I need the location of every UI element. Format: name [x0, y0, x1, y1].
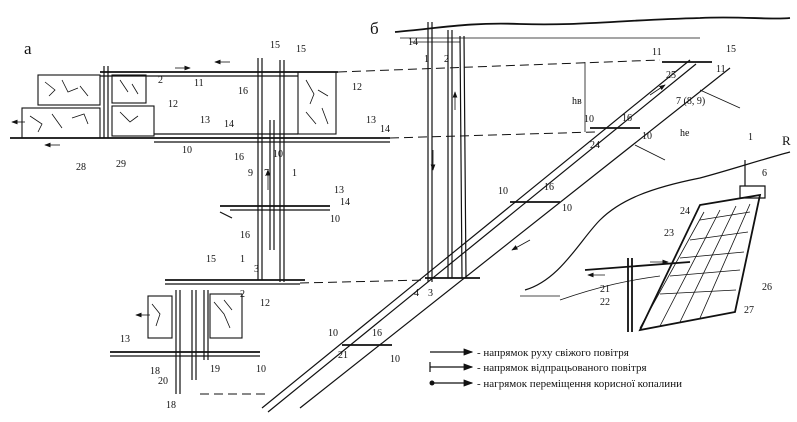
callout-label: 16 — [622, 113, 632, 124]
callout-label: 11 — [194, 78, 204, 89]
callout-label: 26 — [762, 282, 772, 293]
ore-block-mid-lower — [111, 105, 155, 137]
ore-block-right — [297, 71, 337, 135]
callout-label: 7 (8, 9) — [676, 96, 705, 107]
callout-label: 12 — [352, 82, 362, 93]
callout-label: 16 — [372, 328, 382, 339]
callout-label: 27 — [744, 305, 754, 316]
panel-r-title: R — [782, 133, 791, 148]
legend-item-mineral-flow: - нагрямок переміщення корисної копалини — [477, 378, 682, 390]
legend-item-exhaust-air: - напрямок відпрацьованого повітря — [477, 362, 647, 374]
callout-label: 18 — [150, 366, 160, 377]
callout-label: 10 — [330, 214, 340, 225]
callout-label: 25 — [666, 70, 676, 81]
callout-label: 14 — [380, 124, 390, 135]
callout-label: 13 — [366, 115, 376, 126]
callout-label: 15 — [726, 44, 736, 55]
panel-r-labels: 1 6 24 23 21 22 26 27 — [600, 132, 772, 316]
callout-label: 15 — [206, 254, 216, 265]
callout-label: 29 — [116, 159, 126, 170]
arrow-exhaust-air-icon — [429, 362, 474, 372]
callout-label: 1 — [748, 132, 753, 143]
callout-label: 28 — [76, 162, 86, 173]
callout-label: 14 — [340, 197, 350, 208]
callout-label: 10 — [390, 354, 400, 365]
legend-item-fresh-air: - напрямок руху свіжого повітря — [477, 347, 629, 359]
callout-label: 16 — [240, 230, 250, 241]
ore-block-mid-upper — [111, 74, 147, 104]
callout-label: 3 — [254, 264, 259, 275]
callout-label: 10 — [182, 145, 192, 156]
callout-label: hе — [680, 128, 690, 139]
callout-label: 3 — [428, 288, 433, 299]
callout-label: 10 — [642, 131, 652, 142]
callout-label: 6 — [762, 168, 767, 179]
callout-label: 20 — [158, 376, 168, 387]
callout-label: 1 — [292, 168, 297, 179]
callout-label: 10 — [584, 114, 594, 125]
arrow-mineral-flow-icon — [429, 379, 474, 387]
callout-label: hв — [572, 96, 582, 107]
callout-label: 11 — [716, 64, 726, 75]
panel-a — [10, 58, 661, 395]
ore-block-left-lower — [21, 107, 101, 139]
callout-label: 18 — [166, 400, 176, 411]
ore-block-left-upper — [37, 74, 101, 106]
callout-label: 13 — [120, 334, 130, 345]
callout-label: 13 — [334, 185, 344, 196]
callout-label: 15 — [270, 40, 280, 51]
callout-label: 2 — [444, 54, 449, 65]
callout-label: 10 — [328, 328, 338, 339]
callout-label: 1 — [424, 54, 429, 65]
callout-label: 22 — [600, 297, 610, 308]
panel-r — [520, 151, 791, 332]
panel-b-labels: 14 1 2 11 15 11 25 hв 7 (8, 9) 10 16 24 … — [328, 37, 736, 365]
callout-label: 11 — [652, 47, 662, 58]
panel-a-title: а — [24, 39, 32, 58]
callout-label: 21 — [338, 350, 348, 361]
callout-label: 10 — [256, 364, 266, 375]
callout-label: 9 — [248, 168, 253, 179]
callout-label: 24 — [590, 140, 600, 151]
panel-b — [261, 16, 791, 413]
panel-b-title: б — [370, 19, 379, 38]
callout-label: 13 — [200, 115, 210, 126]
callout-label: 10 — [498, 186, 508, 197]
callout-label: 19 — [210, 364, 220, 375]
callout-label: 2 — [240, 289, 245, 300]
ore-block-lower-right — [209, 293, 243, 339]
callout-label: 7 — [264, 168, 269, 179]
callout-label: 21 — [600, 284, 610, 295]
panel-a-labels: 2 11 12 16 15 15 12 13 14 10 13 14 28 29… — [76, 40, 390, 411]
callout-label: 23 — [664, 228, 674, 239]
callout-label: 12 — [168, 99, 178, 110]
callout-label: 1 — [240, 254, 245, 265]
callout-label: 4 — [414, 288, 419, 299]
callout-label: 10 — [273, 149, 283, 160]
callout-label: 24 — [680, 206, 690, 217]
callout-label: 10 — [562, 203, 572, 214]
callout-label: 12 — [260, 298, 270, 309]
callout-label: 16 — [234, 152, 244, 163]
callout-label: 16 — [544, 182, 554, 193]
callout-label: 15 — [296, 44, 306, 55]
legend: - напрямок руху свіжого повітря - напрям… — [429, 347, 682, 390]
ore-block-lower-left — [147, 295, 173, 339]
callout-label: 14 — [224, 119, 234, 130]
callout-label: 14 — [408, 37, 418, 48]
callout-label: 16 — [238, 86, 248, 97]
callout-label: 2 — [158, 75, 163, 86]
